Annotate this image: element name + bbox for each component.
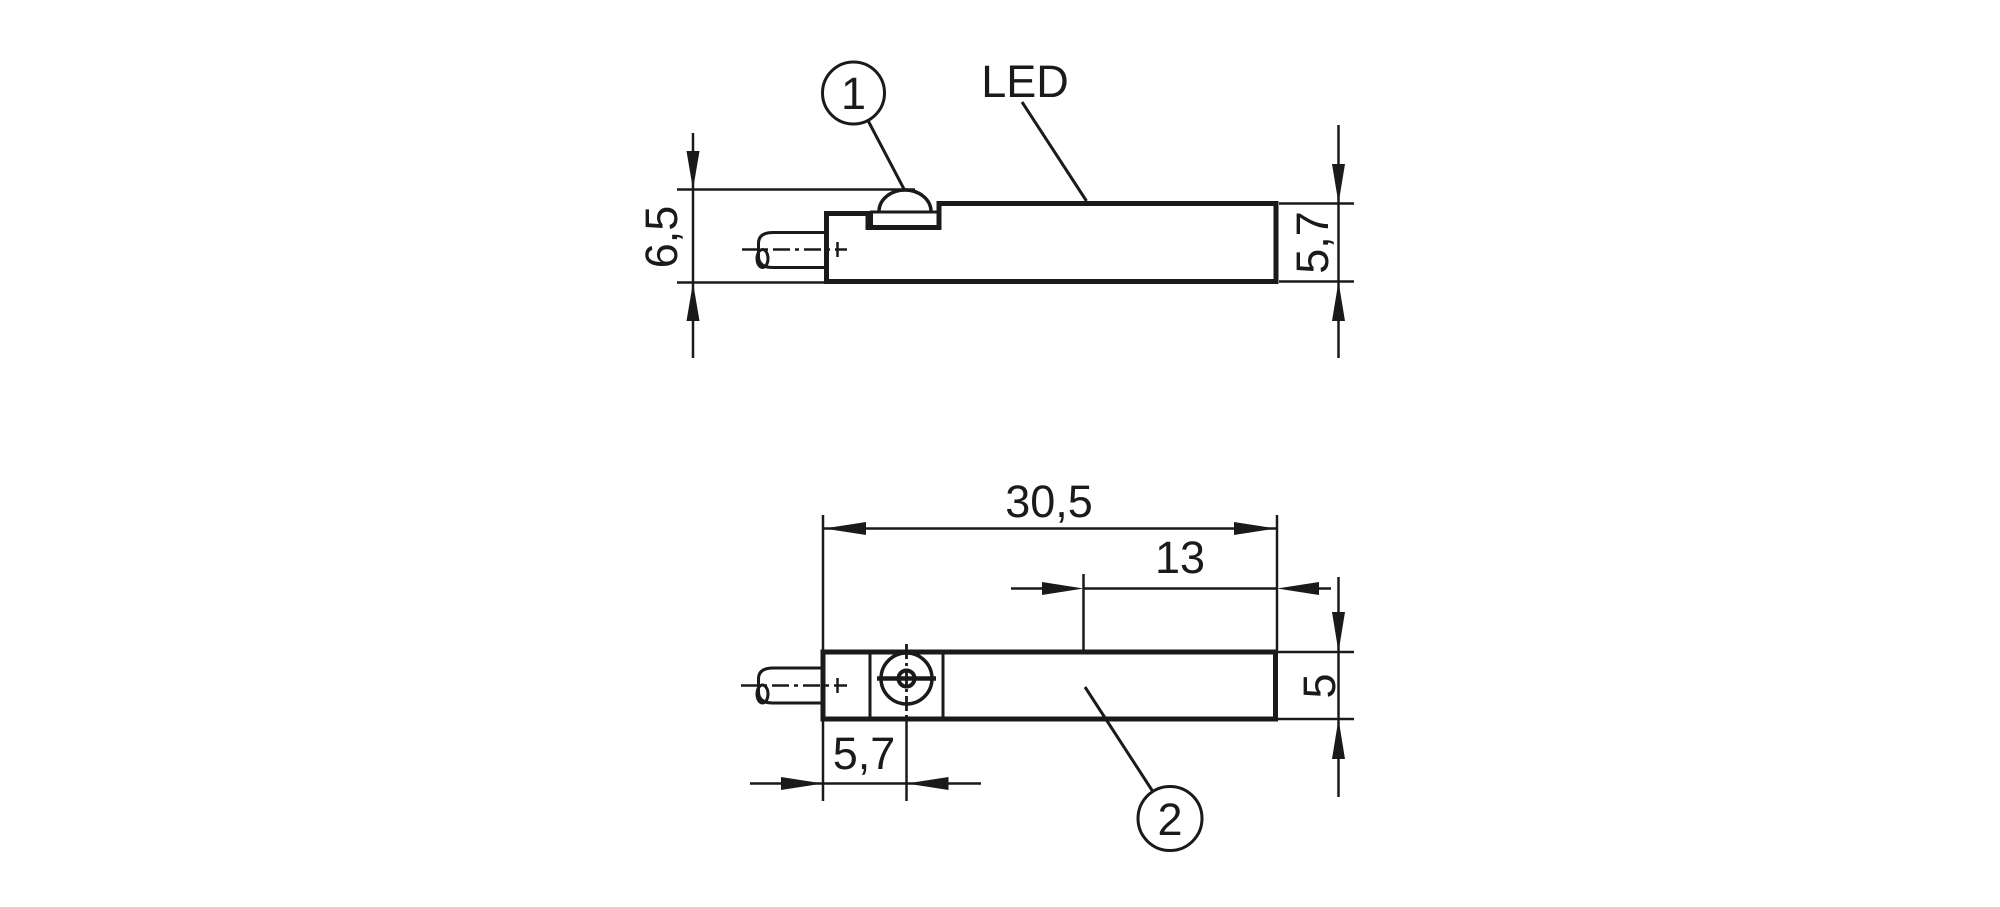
upper-view-side-elevation: 6,5 5,7 1 LED — [636, 56, 1354, 358]
arrowhead-left-icon — [824, 522, 866, 535]
arrowhead-right-icon — [1234, 522, 1276, 535]
arrowhead-right-icon — [781, 777, 823, 790]
callout-2-number: 2 — [1157, 794, 1182, 845]
dim-text-6-5: 6,5 — [636, 206, 687, 269]
dim-text-5-7-plan: 5,7 — [833, 728, 896, 779]
sensor-body-outline-side — [824, 201, 1279, 284]
arrowhead-up-icon — [1332, 719, 1345, 759]
arrowhead-down-icon — [1332, 164, 1345, 204]
cable-grommet-plan — [755, 683, 770, 705]
dim-text-13: 13 — [1155, 532, 1205, 583]
dimension-overall-length: 30,5 — [823, 476, 1277, 535]
target-mark — [877, 644, 936, 717]
callout-1: 1 — [821, 60, 906, 191]
dimension-led-position: 13 — [1011, 532, 1331, 651]
arrowhead-up-icon — [686, 282, 700, 321]
callout-2-leader-line — [1083, 686, 1154, 792]
dim-text-5-7-side: 5,7 — [1287, 211, 1338, 274]
arrowhead-left-icon — [1277, 582, 1319, 595]
led-dome-seat-plate — [870, 210, 940, 226]
callout-2-circle — [1136, 785, 1204, 852]
arrowhead-left-icon — [906, 777, 949, 790]
arrowhead-down-icon — [1332, 612, 1345, 652]
dimension-face-offset: 5,7 — [750, 719, 981, 801]
dimension-body-width: 5 — [1278, 577, 1354, 797]
cable-grommet-side — [755, 248, 770, 269]
sensor-body-outline-plan — [820, 649, 1278, 722]
target-inner-circle — [896, 668, 917, 689]
led-leader-line — [1020, 101, 1088, 202]
led-dome — [877, 188, 933, 212]
led-label: LED — [981, 56, 1069, 107]
arrowhead-right-icon — [1042, 582, 1084, 595]
dimension-overall-height: 6,5 — [636, 133, 700, 358]
callout-1-leader-line — [866, 119, 906, 191]
callout-1-circle — [821, 60, 886, 126]
callout-1-number: 1 — [841, 68, 866, 119]
arrowhead-down-icon — [686, 151, 700, 190]
target-center-dot — [904, 676, 909, 681]
led-label-group: LED — [981, 56, 1088, 202]
callout-2: 2 — [1083, 686, 1204, 852]
arrowhead-up-icon — [1332, 281, 1345, 321]
lower-view-plan: 30,5 13 5 5,7 — [741, 476, 1354, 852]
dim-text-30-5: 30,5 — [1005, 476, 1093, 527]
dim-text-5: 5 — [1294, 673, 1345, 698]
dimension-body-height: 5,7 — [1279, 125, 1354, 358]
